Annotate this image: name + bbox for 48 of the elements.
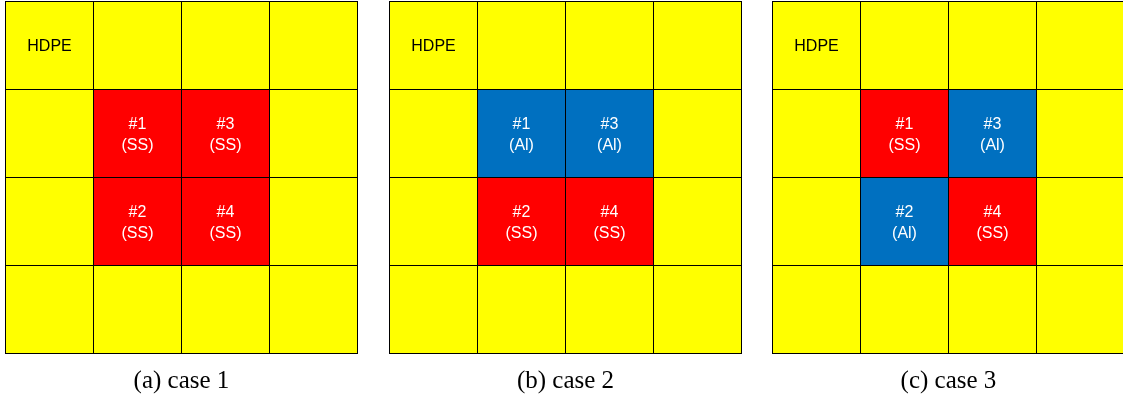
cell-label: (SS) bbox=[209, 222, 242, 243]
cell-label: HDPE bbox=[27, 36, 72, 56]
cell-label: (SS) bbox=[121, 222, 154, 243]
material-cell bbox=[93, 177, 182, 266]
material-cell bbox=[860, 177, 949, 266]
material-cell bbox=[181, 89, 270, 178]
cell-label: #1 bbox=[128, 113, 147, 134]
cell-label: (Al) bbox=[509, 134, 534, 155]
cell-label: (SS) bbox=[505, 222, 538, 243]
grid-panel bbox=[772, 1, 1123, 354]
cell-label: #1 bbox=[895, 113, 914, 134]
cell-label: (Al) bbox=[597, 134, 622, 155]
cell-label: HDPE bbox=[411, 36, 456, 56]
material-cell bbox=[948, 89, 1037, 178]
cell-label: #3 bbox=[600, 113, 619, 134]
cell-label: (SS) bbox=[976, 222, 1009, 243]
cell-label: #4 bbox=[600, 201, 619, 222]
cell-label: (SS) bbox=[209, 134, 242, 155]
material-cell bbox=[565, 89, 654, 178]
cell-label: HDPE bbox=[794, 36, 839, 56]
cell-label: #1 bbox=[512, 113, 531, 134]
cell-label: (SS) bbox=[121, 134, 154, 155]
panel-caption: (c) case 3 bbox=[899, 366, 998, 394]
grid-panel bbox=[389, 1, 742, 354]
material-cell bbox=[93, 89, 182, 178]
material-cell bbox=[565, 177, 654, 266]
cell-label: #2 bbox=[895, 201, 914, 222]
material-cell bbox=[181, 177, 270, 266]
cell-label: #3 bbox=[216, 113, 235, 134]
material-cell bbox=[389, 1, 478, 90]
cell-label: #4 bbox=[983, 201, 1002, 222]
panel-caption: (b) case 2 bbox=[515, 366, 616, 394]
material-cell bbox=[477, 177, 566, 266]
cell-label: #4 bbox=[216, 201, 235, 222]
cell-label: (SS) bbox=[888, 134, 921, 155]
material-cell bbox=[5, 1, 94, 90]
cell-label: (SS) bbox=[593, 222, 626, 243]
cell-label: #2 bbox=[128, 201, 147, 222]
material-cell bbox=[772, 1, 861, 90]
grid-panel bbox=[5, 1, 358, 354]
cell-label: (Al) bbox=[892, 222, 917, 243]
material-cell bbox=[948, 177, 1037, 266]
material-cell bbox=[477, 89, 566, 178]
cell-label: (Al) bbox=[980, 134, 1005, 155]
panel-caption: (a) case 1 bbox=[132, 366, 231, 394]
cell-label: #2 bbox=[512, 201, 531, 222]
cell-label: #3 bbox=[983, 113, 1002, 134]
material-cell bbox=[860, 89, 949, 178]
